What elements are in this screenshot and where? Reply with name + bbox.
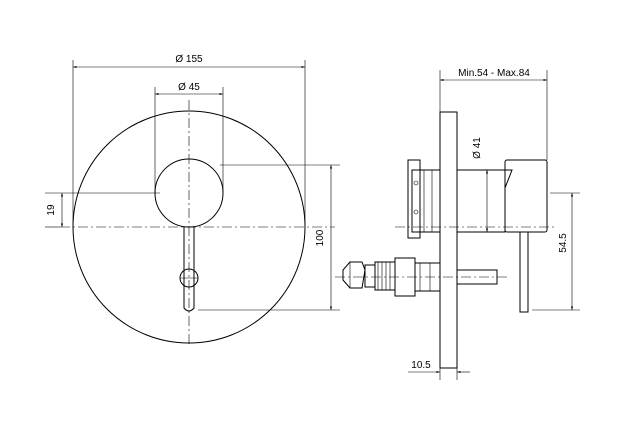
plate-thickness-label: 10.5 <box>411 360 431 371</box>
depth-range-label: Min.54 - Max.84 <box>458 68 530 79</box>
side-wall-plate <box>439 111 458 369</box>
side-view: Min.54 - Max.84 Ø 41 54.5 10.5 <box>335 68 580 380</box>
knob-diameter-label: Ø 45 <box>178 82 200 93</box>
front-view: Ø 155 Ø 45 19 100 <box>45 54 340 345</box>
outer-diameter-label: Ø 155 <box>175 54 203 65</box>
side-height-label: 54.5 <box>558 233 569 253</box>
side-lever <box>519 231 529 313</box>
side-cartridge-body <box>407 159 441 239</box>
vertical-size-label: 100 <box>315 229 326 246</box>
height-offset-label: 19 <box>46 204 57 216</box>
handle-diameter-label: Ø 41 <box>472 137 483 159</box>
side-handle-housing <box>456 169 513 233</box>
side-diverter-assembly <box>335 257 510 297</box>
